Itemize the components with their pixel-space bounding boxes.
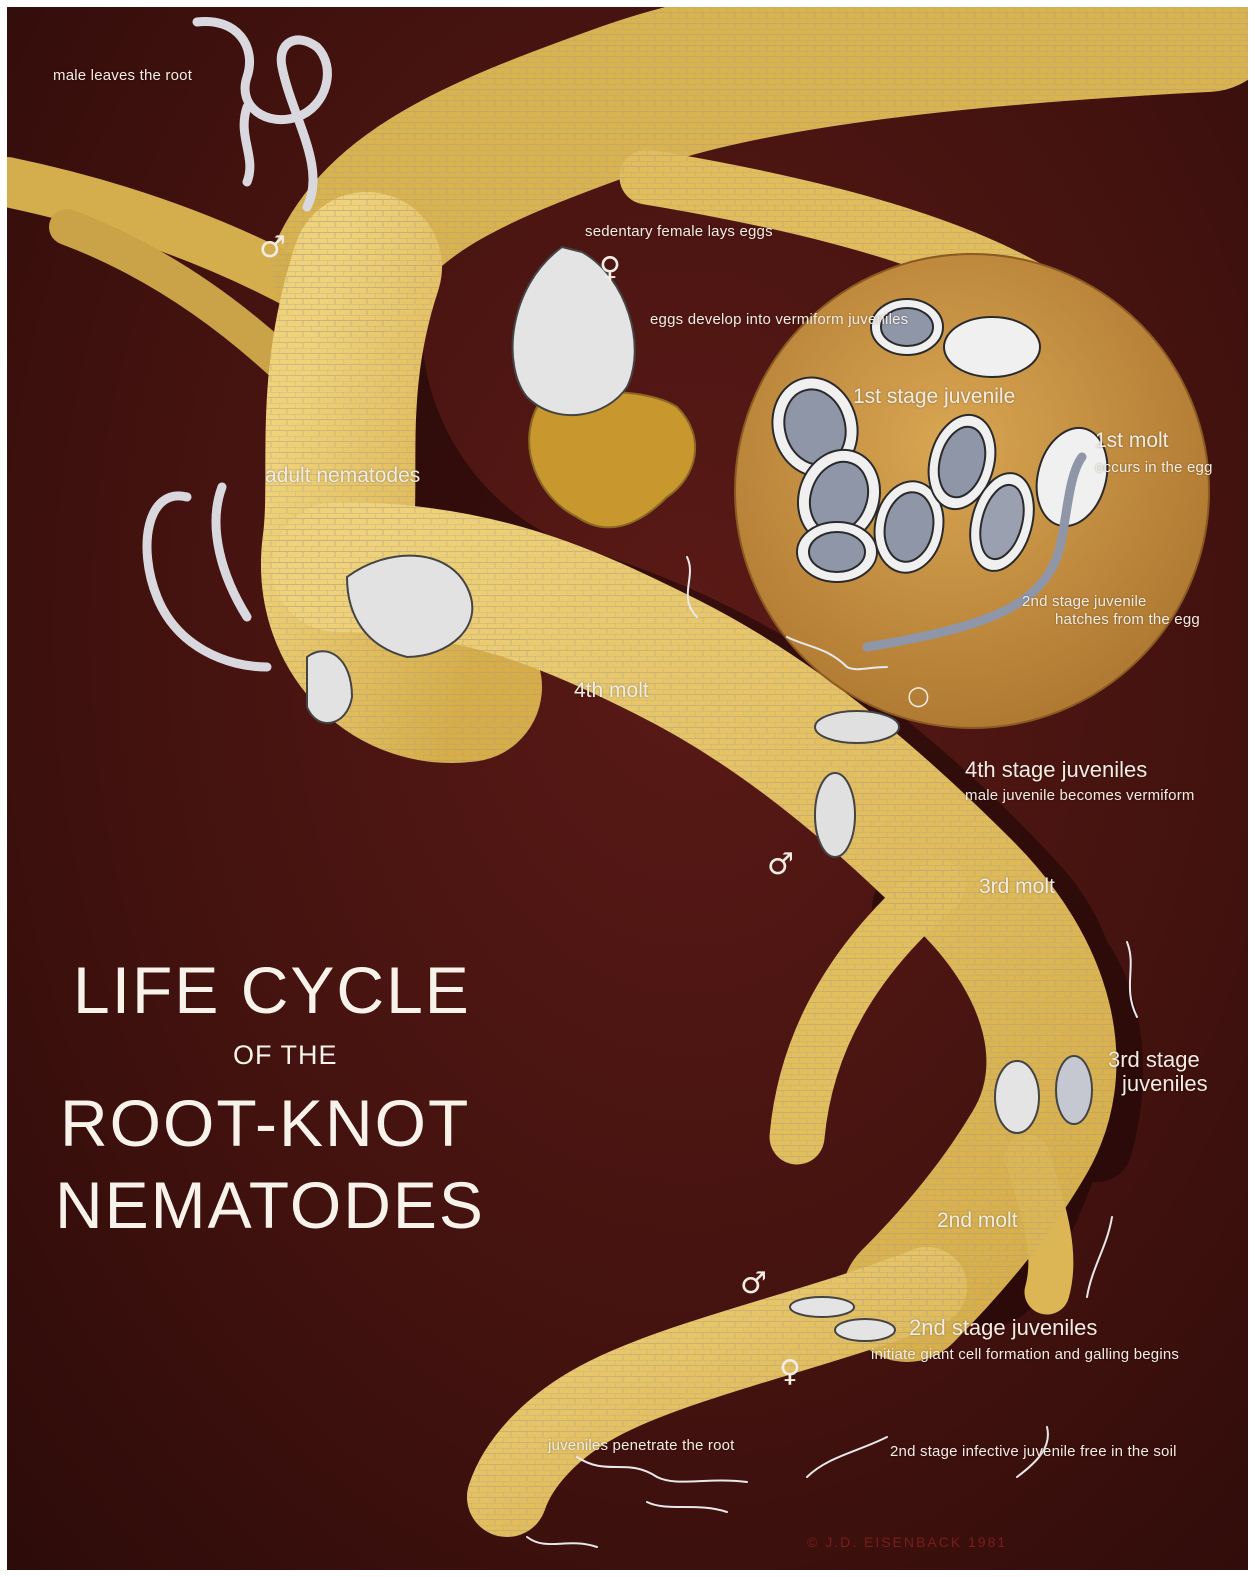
- fourth-stage-juvenile-a: [815, 711, 899, 743]
- male-symbol-icon: ♂: [767, 850, 794, 880]
- second-stage-juvenile-a: [790, 1297, 854, 1317]
- third-stage-juvenile-a: [995, 1061, 1039, 1133]
- label-second-hatch-2: hatches from the egg: [1055, 611, 1200, 628]
- label-second-stage-sub: initiate giant cell formation and gallin…: [871, 1346, 1179, 1363]
- female-symbol-icon: ♀: [779, 1357, 801, 1387]
- male-symbol-icon: ♂: [259, 233, 286, 263]
- title-line-3: ROOT-KNOT: [60, 1085, 470, 1161]
- label-first-molt: 1st molt: [1095, 429, 1169, 453]
- male-symbol-icon: ♂: [740, 1269, 767, 1299]
- circle-symbol-icon: ○: [907, 683, 930, 709]
- label-male-leaves: male leaves the root: [53, 67, 192, 84]
- fourth-stage-juvenile-b: [815, 773, 855, 857]
- label-third-stage-2: juveniles: [1122, 1071, 1208, 1097]
- female-symbol-icon: ♀: [599, 254, 621, 284]
- label-first-stage: 1st stage juvenile: [853, 385, 1015, 409]
- second-stage-juvenile-b: [835, 1319, 895, 1341]
- label-penetrate: juveniles penetrate the root: [548, 1437, 735, 1454]
- copyright-signature: © J.D. EISENBACK 1981: [807, 1534, 1007, 1550]
- label-infective: 2nd stage infective juvenile free in the…: [890, 1443, 1177, 1460]
- poster: male leaves the root sedentary female la…: [7, 7, 1248, 1570]
- label-first-molt-sub: occurs in the egg: [1095, 459, 1213, 476]
- label-fourth-stage-sub: male juvenile becomes vermiform: [965, 787, 1195, 804]
- label-adult-nematodes: adult nematodes: [265, 464, 420, 488]
- third-stage-juvenile-b: [1056, 1056, 1092, 1124]
- label-second-molt: 2nd molt: [937, 1209, 1018, 1233]
- label-second-hatch-1: 2nd stage juvenile: [1022, 593, 1147, 610]
- label-eggs-develop: eggs develop into vermiform juveniles: [650, 311, 908, 328]
- label-female-lays: sedentary female lays eggs: [585, 223, 773, 240]
- title-line-4: NEMATODES: [55, 1167, 485, 1243]
- label-third-molt: 3rd molt: [979, 875, 1055, 899]
- title-line-2: OF THE: [233, 1040, 338, 1071]
- label-third-stage-1: 3rd stage: [1108, 1047, 1200, 1073]
- label-fourth-stage: 4th stage juveniles: [965, 757, 1147, 783]
- title-line-1: LIFE CYCLE: [73, 952, 471, 1028]
- label-fourth-molt: 4th molt: [574, 679, 649, 703]
- label-second-stage: 2nd stage juveniles: [909, 1315, 1097, 1341]
